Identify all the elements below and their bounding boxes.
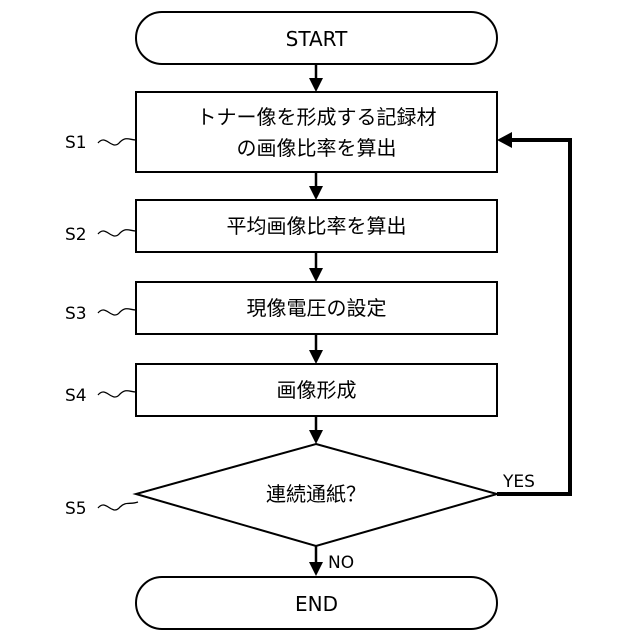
step-s1-line2: の画像比率を算出 [237, 136, 397, 160]
step-s1-id: S1 [65, 133, 87, 153]
step-s1-line1: トナー像を形成する記録材 [197, 105, 437, 129]
arrowhead-start-s1 [309, 78, 323, 92]
decision-s5-leader [98, 502, 138, 510]
step-s2-line1: 平均画像比率を算出 [227, 214, 407, 238]
step-s3-leader [98, 309, 136, 315]
no-label: NO [328, 553, 354, 573]
step-s4-line1: 画像形成 [277, 378, 357, 402]
step-s1-box [136, 92, 497, 172]
step-s3-id: S3 [65, 304, 87, 324]
arrowhead-s2-s3 [309, 268, 323, 282]
yes-label: YES [502, 472, 535, 492]
step-s4-leader [98, 391, 136, 397]
decision-s5-text: 連続通紙？ [266, 482, 366, 506]
yes-loop-edge [497, 140, 570, 494]
arrowhead-s4-s5 [309, 430, 323, 444]
yes-loop-arrowhead [497, 132, 512, 148]
arrowhead-s3-s4 [309, 350, 323, 364]
step-s2-id: S2 [65, 225, 87, 245]
step-s3-line1: 現像電圧の設定 [247, 296, 387, 320]
arrowhead-s1-s2 [309, 186, 323, 200]
end-label: END [295, 592, 338, 616]
step-s1-leader [98, 139, 136, 145]
decision-s5-id: S5 [65, 499, 87, 519]
start-label: START [286, 27, 348, 51]
step-s2-leader [98, 230, 136, 236]
step-s4-id: S4 [65, 386, 87, 406]
arrowhead-s5-end [309, 562, 323, 576]
